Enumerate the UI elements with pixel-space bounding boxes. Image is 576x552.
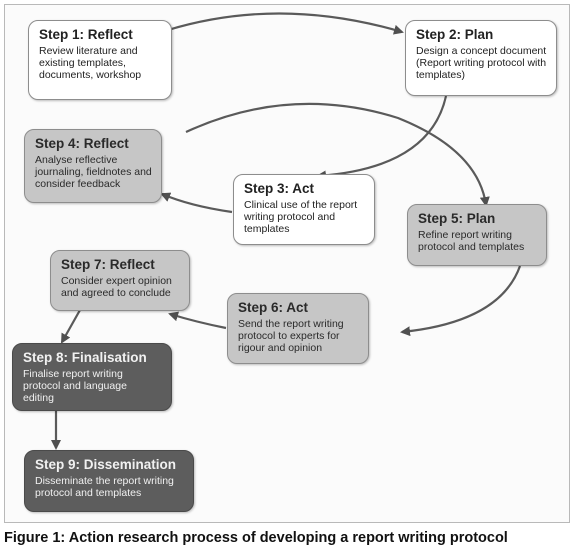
step-6-box: Step 6: Act Send the report writing prot…	[227, 293, 369, 364]
step-9-body: Disseminate the report writing protocol …	[35, 475, 174, 499]
step-8-title: Step 8: Finalisation	[23, 350, 147, 365]
step-4-body: Analyse reflective journaling, fieldnote…	[35, 154, 152, 190]
step-6-title: Step 6: Act	[238, 300, 309, 315]
step-4-title: Step 4: Reflect	[35, 136, 129, 151]
arrow-step4-to-step5	[185, 102, 490, 207]
step-3-title: Step 3: Act	[244, 181, 315, 196]
arrow-step3-to-step4	[160, 192, 233, 214]
step-1-title: Step 1: Reflect	[39, 27, 133, 42]
step-2-body: Design a concept document (Report writin…	[416, 45, 547, 81]
step-3-body: Clinical use of the report writing proto…	[244, 199, 358, 235]
step-7-box: Step 7: Reflect Consider expert opinion …	[50, 250, 190, 311]
step-8-body: Finalise report writing protocol and lan…	[23, 368, 127, 404]
step-9-title: Step 9: Dissemination	[35, 457, 177, 472]
step-1-box: Step 1: Reflect Review literature and ex…	[28, 20, 172, 100]
figure-caption: Figure 1: Action research process of dev…	[4, 530, 508, 546]
step-5-title: Step 5: Plan	[418, 211, 496, 226]
step-9-box: Step 9: Dissemination Disseminate the re…	[24, 450, 194, 512]
arrow-step5-to-step6	[400, 265, 522, 337]
step-8-box: Step 8: Finalisation Finalise report wri…	[12, 343, 172, 411]
step-6-body: Send the report writing protocol to expe…	[238, 318, 344, 354]
arrow-step6-to-step7	[168, 311, 227, 330]
step-2-box: Step 2: Plan Design a concept document (…	[405, 20, 557, 96]
step-5-body: Refine report writing protocol and templ…	[418, 229, 525, 253]
step-2-title: Step 2: Plan	[416, 27, 494, 42]
step-4-box: Step 4: Reflect Analyse reflective journ…	[24, 129, 162, 203]
step-3-box: Step 3: Act Clinical use of the report w…	[233, 174, 375, 245]
step-7-body: Consider expert opinion and agreed to co…	[61, 275, 172, 299]
arrow-step1-to-step2	[167, 12, 404, 35]
arrow-step2-to-step3	[316, 95, 448, 181]
step-7-title: Step 7: Reflect	[61, 257, 155, 272]
step-1-body: Review literature and existing templates…	[39, 45, 142, 81]
step-5-box: Step 5: Plan Refine report writing proto…	[407, 204, 547, 266]
arrow-step7-to-step8	[61, 309, 81, 344]
